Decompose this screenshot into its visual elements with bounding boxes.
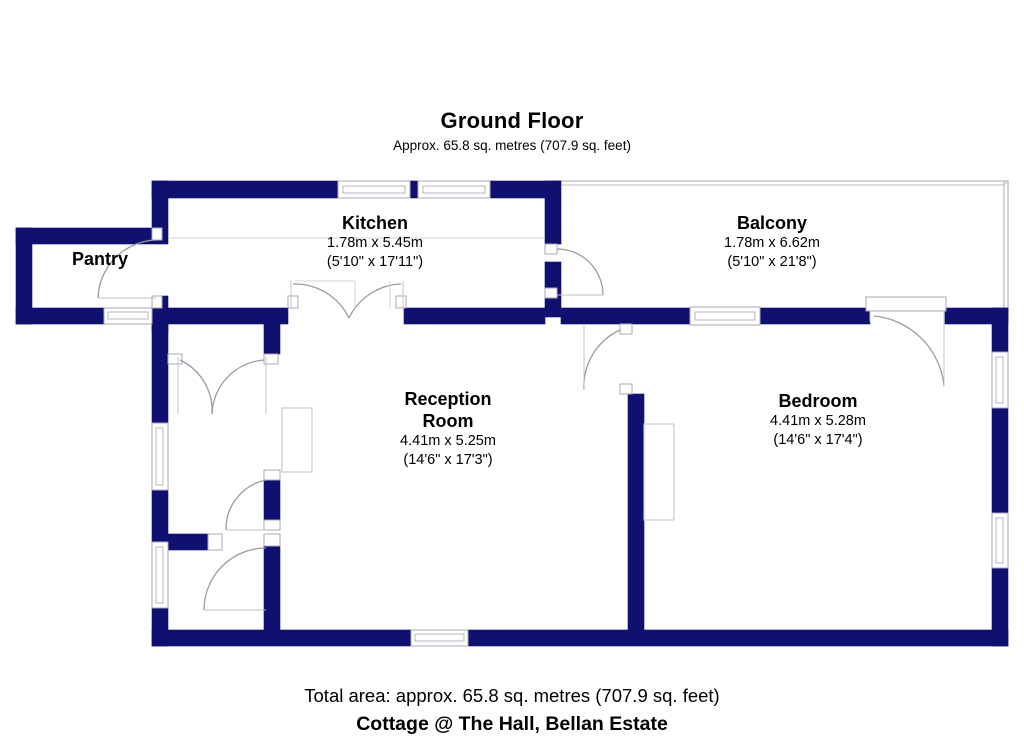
door-kitchen-double [287,281,407,319]
window-kitchen-top-2 [417,180,491,199]
room-name-reception-room: Reception Room [404,389,492,431]
door-kitchen-balcony [544,243,604,299]
room-dim-metric-kitchen: 1.78m x 5.45m [327,235,423,251]
wall-bedroom-top-left [759,307,871,325]
wall-kitchen-left-upper [151,180,169,229]
wall-group [15,180,1009,647]
window-bedroom-right-2 [991,512,1009,569]
room-dim-imperial-balcony: (5'10" x 21'8") [727,254,817,270]
page-title: Ground Floor [440,108,584,133]
plan-footer: Total area: approx. 65.8 sq. metres (707… [0,684,1024,737]
fixture-group [168,237,675,521]
door-reception-hall [583,323,633,395]
door-left-room-double [167,353,279,415]
room-name-pantry: Pantry [71,249,129,269]
room-dim-imperial-kitchen: (5'10" x 17'11") [326,254,424,270]
room-label-bedroom: Bedroom 4.41m x 5.28m (14'6" x 17'4") [718,390,918,450]
room-name-balcony: Balcony [736,213,808,233]
wall-bottom-right [467,629,1009,647]
door-bedroom [865,296,947,387]
room-dim-metric-bedroom: 4.41m x 5.28m [770,413,866,429]
room-name-bedroom: Bedroom [778,391,858,411]
wall-left-exterior-b [151,489,169,543]
wall-pantry-bottom-left [15,307,105,325]
fixture-reception-left [281,407,313,473]
wall-top-kitchen-left [151,180,339,199]
room-dim-imperial-bedroom: (14'6" x 17'4") [773,432,863,448]
total-area-text: Total area: approx. 65.8 sq. metres (707… [304,685,720,706]
window-pantry-bottom [103,307,153,325]
wall-bottom-left [151,629,412,647]
window-left-exterior-1 [151,422,169,491]
wall-top-kitchen-mid [409,180,419,199]
wall-internal-vertical-a [263,323,281,355]
room-label-pantry: Pantry [50,248,150,270]
door-left-room-mid [225,469,281,531]
wall-reception-top-right [560,307,691,325]
wall-internal-vertical-c [263,545,281,631]
wall-reception-bedroom-divider [627,393,645,631]
floor-area-summary: Approx. 65.8 sq. metres (707.9 sq. feet) [393,138,631,153]
window-bottom-exterior [410,629,469,647]
door-pantry [97,227,163,309]
window-group [103,180,1009,647]
property-title: Cottage @ The Hall, Bellan Estate [356,713,668,735]
room-label-reception-room: Reception Room 4.41m x 5.25m (14'6" x 17… [348,388,548,470]
room-dim-metric-balcony: 1.78m x 6.62m [724,235,820,251]
wall-kitchen-balcony-upper [544,180,562,245]
wall-left-exterior-c [151,607,169,647]
room-dim-imperial-reception-room: (14'6" x 17'3") [403,452,493,468]
window-kitchen-top-1 [337,180,411,199]
room-dim-metric-reception-room: 4.41m x 5.25m [400,433,496,449]
plan-header: Ground Floor Approx. 65.8 sq. metres (70… [0,108,1024,156]
wall-kitchen-bottom-left [151,307,289,325]
wall-bedroom-right-b [991,407,1009,514]
door-lower-left-room [203,533,281,611]
room-label-balcony: Balcony 1.78m x 6.62m (5'10" x 21'8") [672,212,872,272]
room-label-kitchen: Kitchen 1.78m x 5.45m (5'10" x 17'11") [275,212,475,272]
window-left-exterior-2 [151,541,169,609]
wall-internal-vertical-b [263,477,281,526]
fixture-reception-right [643,423,675,521]
door-group [97,227,947,611]
room-name-kitchen: Kitchen [341,213,408,233]
wall-bedroom-right-a [991,307,1009,353]
wall-reception-top-mid [403,307,546,325]
window-reception-top [689,306,761,326]
window-bedroom-right-1 [991,351,1009,409]
wall-left-exterior-a [151,323,169,424]
